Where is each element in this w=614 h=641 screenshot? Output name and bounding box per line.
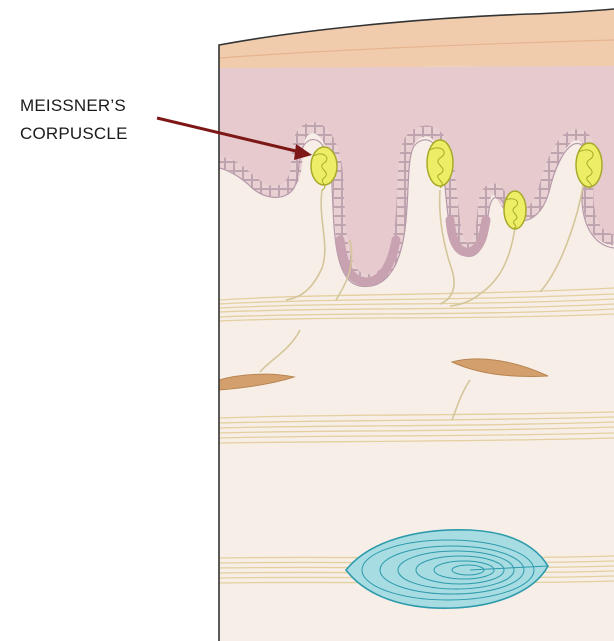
meissner-corpuscle-icon bbox=[427, 140, 453, 188]
label-line-2: CORPUSCLE bbox=[20, 120, 128, 148]
stratum-corneum bbox=[219, 9, 614, 70]
meissner-corpuscle-icon bbox=[504, 191, 526, 229]
meissner-label: MEISSNER’S CORPUSCLE bbox=[20, 92, 128, 148]
label-line-1: MEISSNER’S bbox=[20, 92, 128, 120]
meissner-corpuscle-icon bbox=[576, 143, 602, 188]
